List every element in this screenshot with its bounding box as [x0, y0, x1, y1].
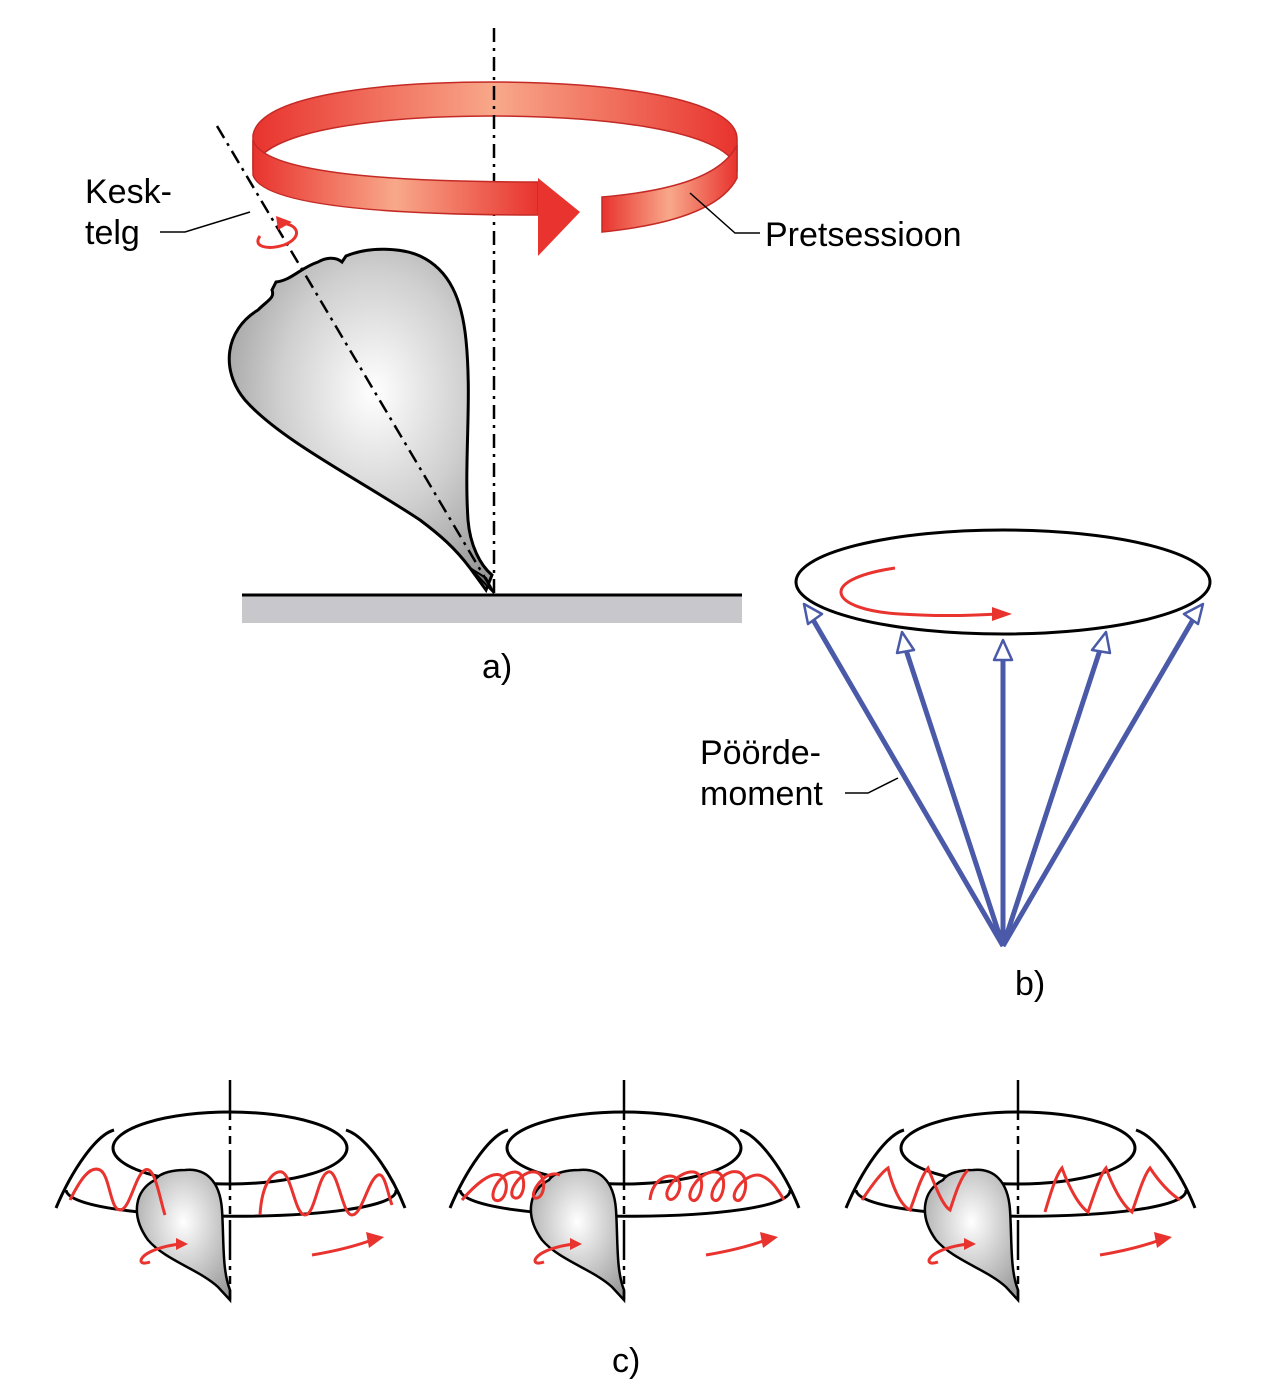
panel-a: Kesk- telg Pretsessioon a) [85, 28, 962, 686]
axis-name-leader [160, 211, 251, 233]
nutation-1-direction-arrowhead [366, 1232, 384, 1248]
nutation-3-small-arrow [927, 1242, 969, 1265]
nutation-diagram-1 [54, 1080, 407, 1304]
nutation-1-direction-arrow [311, 1238, 373, 1257]
spinning-top-body [227, 247, 494, 594]
torque-vector-1 [809, 616, 1006, 948]
nutation-3-small-arrowhead [964, 1238, 976, 1250]
panel-b-caption: b) [1015, 965, 1045, 1003]
nutation-3-outer-band [844, 1128, 1197, 1218]
nutation-2-top-body [529, 1168, 626, 1304]
precession-label: Pretsessioon [765, 216, 962, 254]
torque-arrowhead-5 [1182, 602, 1205, 626]
spin-axis [215, 125, 496, 594]
nutation-3-direction-arrowhead [1154, 1232, 1172, 1248]
panel-a-caption: a) [482, 648, 512, 686]
torque-vector-4 [1000, 649, 1103, 947]
nutation-diagram-3 [844, 1080, 1197, 1304]
nutation-3-direction-arrow [1099, 1238, 1161, 1257]
nutation-2-loop-curve [460, 1170, 786, 1203]
torque-vector-2 [903, 649, 1006, 947]
precession-arrowhead [538, 178, 580, 256]
torque-arrowhead-1 [802, 602, 824, 626]
panel-c-caption: c) [612, 1342, 640, 1380]
torque-label-line1: Pöörde- [700, 734, 821, 772]
spin-arrowhead [276, 216, 292, 230]
precession-ring-tail [601, 144, 738, 233]
torque-label-line2: moment [700, 775, 823, 813]
torque-arrowhead-2 [895, 630, 916, 655]
nutation-1-wave-curve [68, 1167, 394, 1217]
torque-arrowhead-4 [1090, 630, 1112, 655]
torque-vectors [802, 602, 1205, 948]
nutation-diagram-2 [448, 1080, 801, 1304]
nutation-2-outer-band [448, 1128, 801, 1218]
nutation-3-cusp-curve [860, 1165, 1181, 1215]
circle-rotation-arrow [839, 566, 999, 617]
precession-leader [689, 192, 760, 234]
panel-c: c) [54, 1080, 1197, 1380]
nutation-1-small-arrow [139, 1242, 181, 1265]
nutation-1-top-body [135, 1168, 232, 1304]
nutation-1-outer-band [54, 1128, 407, 1218]
nutation-2-small-arrow [533, 1242, 575, 1265]
spin-rotation-arrow [256, 221, 298, 249]
torque-vector-5 [1000, 616, 1197, 948]
nutation-1-small-arrowhead [176, 1238, 188, 1250]
nutation-3-top-body [923, 1168, 1020, 1304]
axis-name-label-line2: telg [85, 214, 140, 252]
nutation-2-small-arrowhead [570, 1238, 582, 1250]
precession-circle [794, 528, 1212, 636]
panel-b: Pöörde- moment b) [700, 528, 1212, 1003]
torque-leader [845, 777, 899, 794]
ground-surface [242, 595, 742, 623]
torque-arrowhead-3 [992, 638, 1014, 662]
axis-name-label-line1: Kesk- [85, 173, 172, 211]
nutation-2-direction-arrowhead [760, 1232, 778, 1248]
nutation-2-direction-arrow [705, 1238, 767, 1257]
circle-rotation-arrowhead [992, 607, 1012, 621]
